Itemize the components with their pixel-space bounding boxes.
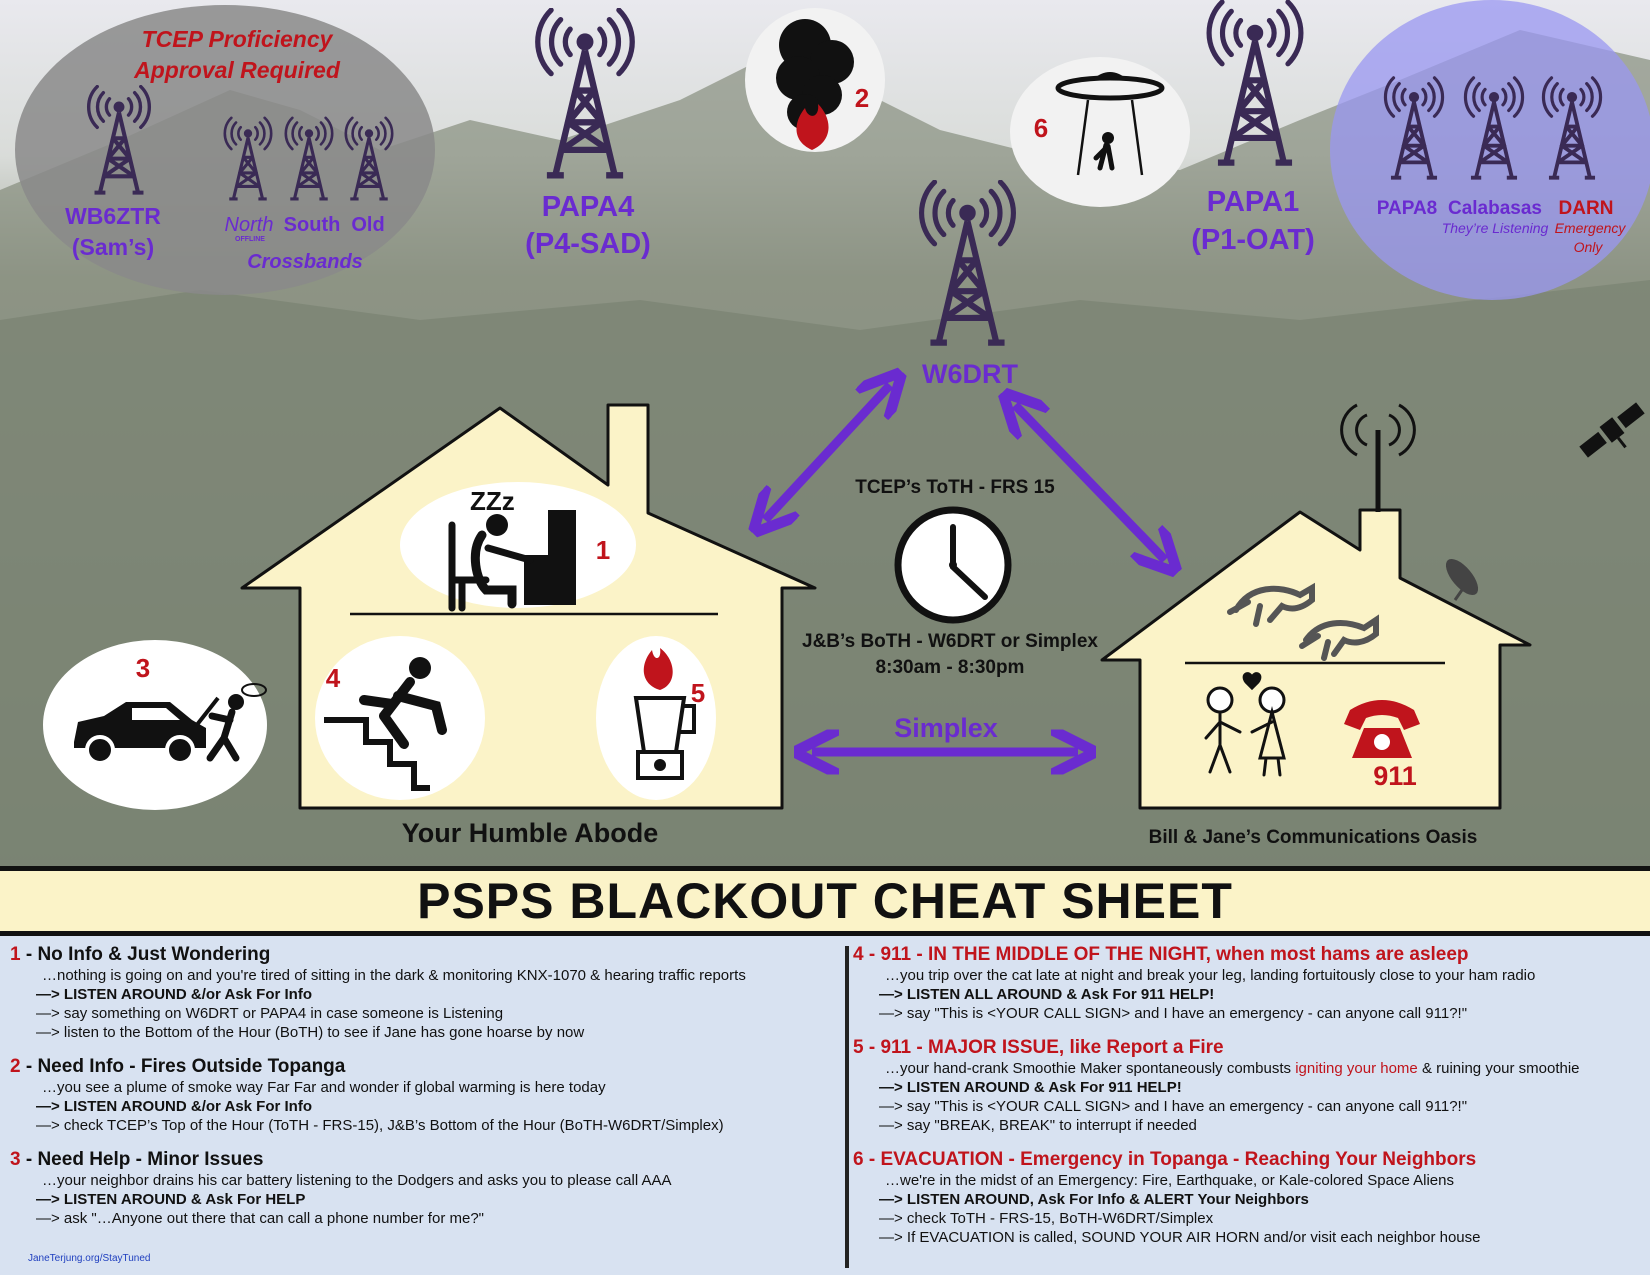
cats-icon	[1227, 582, 1379, 661]
marker-4: 4	[326, 663, 341, 693]
sleeping-at-desk-icon	[448, 510, 576, 612]
oasis-label: Bill & Jane’s Communications Oasis	[1149, 827, 1478, 848]
clock-icon	[894, 506, 1012, 624]
section-5-line-2: —> LISTEN AROUND & Ask For 911 HELP!	[879, 1079, 1182, 1096]
home-to-w6drt-arrow	[765, 385, 890, 520]
marker-5: 5	[691, 678, 705, 708]
tcep-line1: TCEP Proficiency	[142, 26, 334, 52]
sams-label: (Sam’s)	[72, 234, 154, 260]
section-2-title: 2 - Need Info - Fires Outside Topanga	[10, 1056, 346, 1077]
papa4-label: PAPA4	[542, 191, 634, 223]
papa1-label: PAPA1	[1207, 186, 1299, 218]
simplex-label: Simplex	[894, 713, 998, 743]
section-2-line-1: …you see a plume of smoke way Far Far an…	[42, 1079, 606, 1096]
ufo-abduction-icon	[1055, 72, 1165, 176]
section-6: 6 - EVACUATION - Emergency in Topanga - …	[853, 1149, 1643, 1247]
section-6-line-4: —> If EVACUATION is called, SOUND YOUR A…	[879, 1229, 1481, 1246]
calabasas-label: Calabasas	[1448, 198, 1542, 219]
section-4-line-1: …you trip over the cat late at night and…	[885, 967, 1536, 984]
section-5-line-3: —> say "This is <YOUR CALL SIGN> and I h…	[879, 1098, 1468, 1115]
marker-2: 2	[855, 83, 869, 113]
credit-link[interactable]: JaneTerjung.org/StayTuned	[28, 1253, 151, 1264]
papa4-sub: (P4-SAD)	[525, 228, 651, 260]
section-1-title: 1 - No Info & Just Wondering	[10, 944, 271, 965]
diagram-scene: TCEP Proficiency Approval Required WB6ZT…	[0, 0, 1650, 866]
section-6-title: 6 - EVACUATION - Emergency in Topanga - …	[853, 1149, 1477, 1170]
only-label: Only	[1574, 239, 1604, 255]
red-phone-icon	[1344, 700, 1420, 758]
section-1-line-3: —> say something on W6DRT or PAPA4 in ca…	[36, 1005, 504, 1022]
tcep-line2: Approval Required	[133, 57, 341, 83]
section-6-line-2: —> LISTEN AROUND, Ask For Info & ALERT Y…	[879, 1191, 1309, 1208]
section-3-title: 3 - Need Help - Minor Issues	[10, 1149, 264, 1170]
section-1-line-2: —> LISTEN AROUND &/or Ask For Info	[36, 986, 312, 1003]
both-label: J&B’s BoTH - W6DRT or Simplex	[802, 631, 1098, 652]
section-5-line-4: —> say "BREAK, BREAK" to interrupt if ne…	[879, 1117, 1197, 1134]
section-2-line-2: —> LISTEN AROUND &/or Ask For Info	[36, 1098, 312, 1115]
fall-bubble	[315, 636, 485, 800]
column-divider	[845, 946, 849, 1268]
instructions-right-column: 4 - 911 - IN THE MIDDLE OF THE NIGHT, wh…	[853, 944, 1643, 1261]
tcep-group-ellipse	[15, 5, 435, 295]
section-5-title: 5 - 911 - MAJOR ISSUE, like Report a Fir…	[853, 1037, 1224, 1058]
home-label: Your Humble Abode	[402, 818, 659, 848]
toth-label: TCEP’s ToTH - FRS 15	[855, 477, 1055, 498]
south-label: South	[284, 214, 341, 236]
section-1: 1 - No Info & Just Wondering …nothing is…	[10, 944, 830, 1042]
marker-3: 3	[136, 653, 150, 683]
couple-icon	[1204, 672, 1286, 777]
antenna-waves-icon	[1340, 403, 1416, 457]
section-3-line-1: …your neighbor drains his car battery li…	[42, 1172, 672, 1189]
listening-label: They’re Listening	[1442, 220, 1549, 236]
car-battery-icon	[74, 683, 267, 765]
w6drt-to-oasis-arrow	[1015, 405, 1165, 560]
offline-label: OFFLINE	[235, 236, 265, 243]
blender-bubble	[596, 636, 716, 800]
wb6ztr-label: WB6ZTR	[65, 203, 161, 229]
section-3: 3 - Need Help - Minor Issues …your neigh…	[10, 1149, 830, 1228]
darn-label: DARN	[1559, 198, 1614, 219]
marker-1: 1	[596, 535, 610, 565]
section-2-line-3: —> check TCEP’s Top of the Hour (ToTH - …	[36, 1117, 724, 1134]
w6drt-label: W6DRT	[922, 359, 1018, 389]
cheat-sheet-banner: PSPS BLACKOUT CHEAT SHEET	[0, 866, 1650, 936]
marker-6: 6	[1034, 113, 1048, 143]
section-5: 5 - 911 - MAJOR ISSUE, like Report a Fir…	[853, 1037, 1643, 1135]
instructions-panel: 1 - No Info & Just Wondering …nothing is…	[0, 936, 1650, 1275]
falling-on-stairs-icon	[324, 657, 447, 791]
section-4-line-3: —> say "This is <YOUR CALL SIGN> and I h…	[879, 1005, 1468, 1022]
smoke-plume-icon	[776, 19, 854, 150]
zzz-text: ZZz	[470, 486, 515, 516]
section-3-line-3: —> ask "…Anyone out there that can call …	[36, 1210, 484, 1227]
hours-label: 8:30am - 8:30pm	[876, 657, 1025, 678]
section-6-line-1: …we're in the midst of an Emergency: Fir…	[885, 1172, 1454, 1189]
section-1-line-1: …nothing is going on and you're tired of…	[42, 967, 746, 984]
old-label: Old	[351, 214, 384, 236]
n911-label: 911	[1373, 761, 1417, 791]
section-4-line-2: —> LISTEN ALL AROUND & Ask For 911 HELP!	[879, 986, 1215, 1003]
north-label: North	[225, 214, 274, 236]
section-4-title: 4 - 911 - IN THE MIDDLE OF THE NIGHT, wh…	[853, 944, 1469, 965]
papa8-label: PAPA8	[1377, 198, 1438, 219]
crossbands-label: Crossbands	[247, 251, 363, 273]
satellite-dish-icon	[1445, 558, 1479, 601]
section-2: 2 - Need Info - Fires Outside Topanga …y…	[10, 1056, 830, 1135]
instructions-left-column: 1 - No Info & Just Wondering …nothing is…	[10, 944, 830, 1242]
blender-fire-icon	[633, 648, 696, 780]
section-4: 4 - 911 - IN THE MIDDLE OF THE NIGHT, wh…	[853, 944, 1643, 1023]
satellite-icon	[1579, 402, 1645, 458]
papa1-sub: (P1-OAT)	[1191, 224, 1315, 256]
section-3-line-2: —> LISTEN AROUND & Ask For HELP	[36, 1191, 306, 1208]
emergency-label: Emergency	[1555, 220, 1627, 236]
section-1-line-4: —> listen to the Bottom of the Hour (BoT…	[36, 1024, 585, 1041]
section-5-line-1: …your hand-crank Smoothie Maker spontane…	[885, 1060, 1580, 1077]
section-6-line-3: —> check ToTH - FRS-15, BoTH-W6DRT/Simpl…	[879, 1210, 1214, 1227]
